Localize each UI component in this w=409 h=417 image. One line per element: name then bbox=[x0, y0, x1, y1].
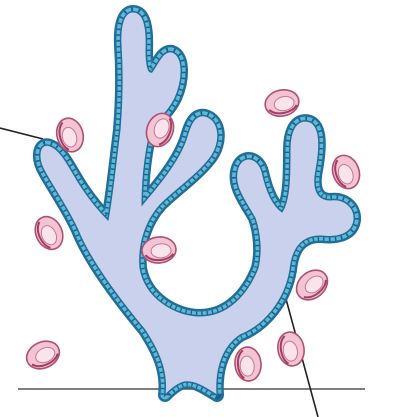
left-leader-line bbox=[0, 128, 43, 139]
blood-cell bbox=[234, 346, 263, 382]
branched-gland-tree bbox=[40, 12, 354, 395]
blood-cell bbox=[275, 330, 307, 368]
blood-cell bbox=[30, 212, 68, 254]
blood-cell bbox=[22, 336, 64, 374]
gland-lumen bbox=[40, 12, 354, 395]
blood-cell bbox=[263, 87, 302, 120]
blood-cell bbox=[328, 152, 364, 193]
blood-cell bbox=[291, 264, 334, 306]
